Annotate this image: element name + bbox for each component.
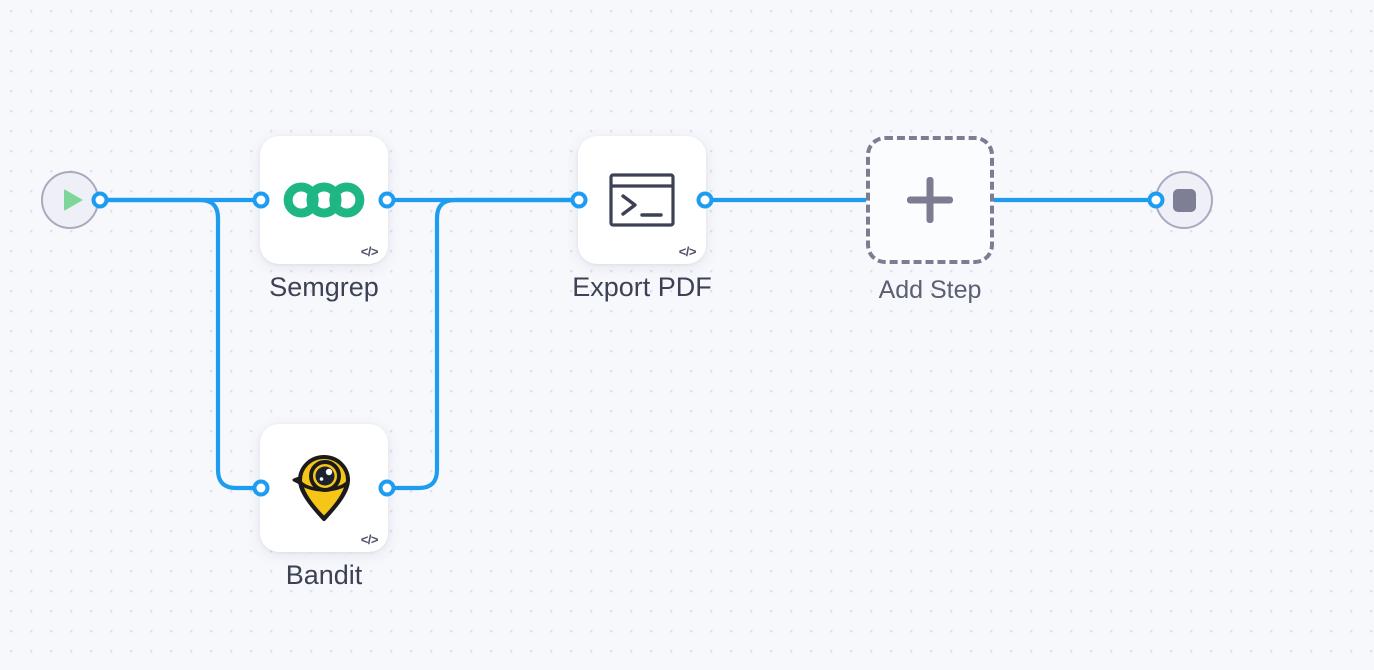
code-badge-icon: </> (360, 532, 379, 547)
port-end-input[interactable] (1147, 191, 1165, 209)
play-icon (63, 189, 83, 211)
port-start-output[interactable] (91, 191, 109, 209)
step-node-export-pdf[interactable]: </> Export PDF (572, 136, 712, 302)
step-node-semgrep[interactable]: </> Semgrep (260, 136, 388, 302)
edge-bandit-to-exportpdf (385, 197, 581, 491)
step-node-bandit[interactable]: </> Bandit (260, 424, 388, 590)
end-node[interactable] (1155, 171, 1213, 229)
port-bandit-input[interactable] (252, 479, 270, 497)
add-step-label: Add Step (878, 276, 982, 304)
edge-start-to-bandit (97, 197, 263, 491)
terminal-icon (609, 173, 675, 227)
code-badge-icon: </> (360, 244, 379, 259)
step-card[interactable]: </> (260, 136, 388, 264)
bandit-logo-icon (292, 455, 350, 521)
stop-icon (1172, 188, 1196, 212)
port-export-pdf-input[interactable] (570, 191, 588, 209)
step-card[interactable]: </> (260, 424, 388, 552)
port-semgrep-input[interactable] (252, 191, 270, 209)
port-export-pdf-output[interactable] (696, 191, 714, 209)
port-semgrep-output[interactable] (378, 191, 396, 209)
step-label: Semgrep (269, 272, 379, 302)
step-label: Bandit (285, 560, 363, 590)
add-step-node[interactable]: Add Step (866, 136, 994, 304)
port-bandit-output[interactable] (378, 479, 396, 497)
step-card[interactable]: </> (578, 136, 706, 264)
add-step-card[interactable] (866, 136, 994, 264)
semgrep-logo-icon (283, 182, 365, 218)
code-badge-icon: </> (678, 244, 697, 259)
step-label: Export PDF (572, 272, 712, 302)
start-node[interactable] (41, 171, 99, 229)
plus-icon (907, 177, 953, 223)
